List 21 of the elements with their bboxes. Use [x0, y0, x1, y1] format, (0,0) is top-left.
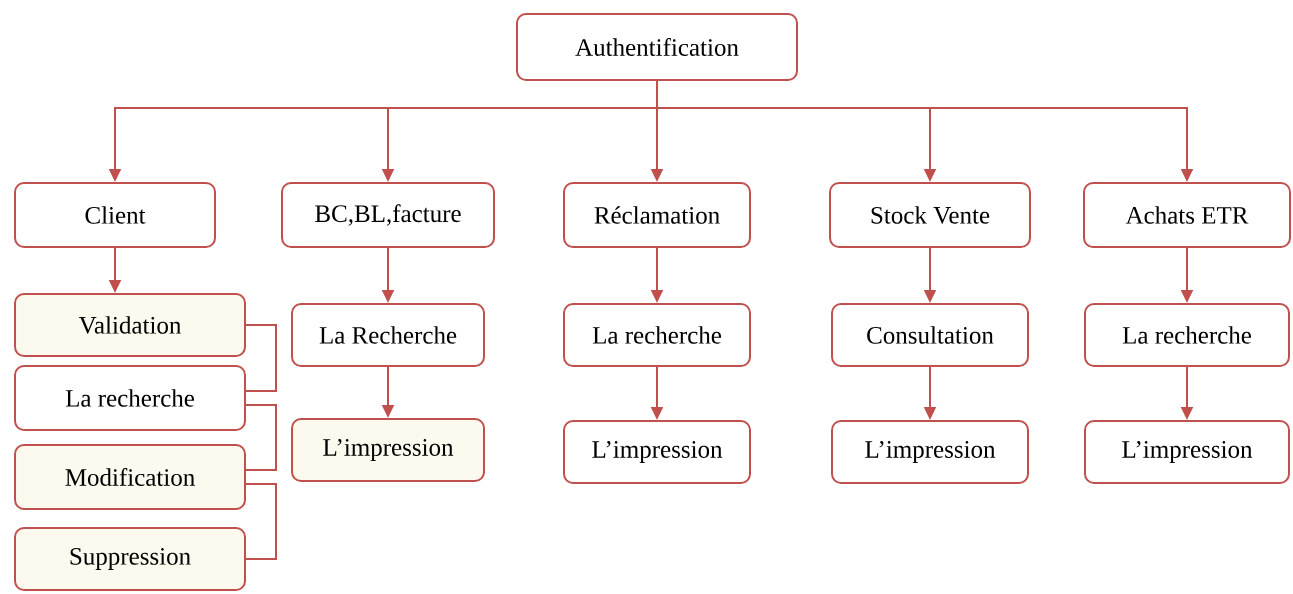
process-box: La recherche [1084, 303, 1290, 367]
process-box: Authentification [516, 13, 798, 81]
process-box: La recherche [14, 365, 246, 431]
process-box: Stock Vente [829, 182, 1031, 248]
process-box: Suppression [14, 527, 246, 591]
connector-line [245, 404, 277, 471]
process-box: L’impression [1084, 420, 1290, 484]
process-box: BC,BL,facture [281, 182, 495, 248]
process-box: L’impression [291, 418, 485, 482]
process-box: L’impression [563, 420, 751, 484]
process-box: Modification [14, 444, 246, 510]
process-box: La recherche [563, 303, 751, 367]
process-box: L’impression [831, 420, 1029, 484]
process-box: Achats ETR [1083, 182, 1291, 248]
connector-line [245, 324, 277, 392]
process-box: Réclamation [563, 182, 751, 248]
process-box: Client [14, 182, 216, 248]
process-box: Validation [14, 293, 246, 357]
process-box: Consultation [831, 303, 1029, 367]
connector-line [245, 483, 277, 560]
process-box: La Recherche [291, 303, 485, 367]
